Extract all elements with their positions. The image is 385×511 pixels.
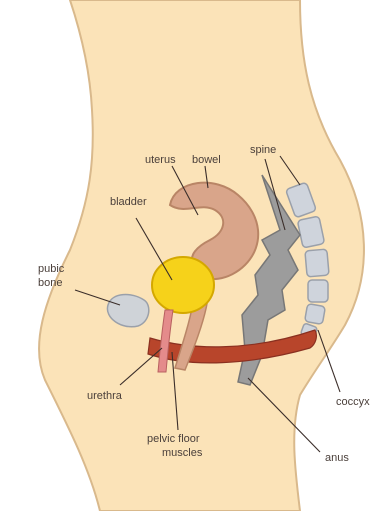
label-pelvic-floor-line2: muscles (162, 447, 203, 459)
label-anus: anus (325, 452, 349, 464)
label-pubic-bone-line1: pubic (38, 263, 65, 275)
label-uterus: uterus (145, 154, 176, 166)
label-spine: spine (250, 144, 276, 156)
label-bladder: bladder (110, 196, 147, 208)
bladder-shape (152, 257, 214, 313)
label-pelvic-floor-line1: pelvic floor (147, 433, 200, 445)
label-urethra: urethra (87, 390, 123, 402)
label-pubic-bone-line2: bone (38, 277, 62, 289)
label-coccyx: coccyx (336, 396, 370, 408)
label-bowel: bowel (192, 154, 221, 166)
